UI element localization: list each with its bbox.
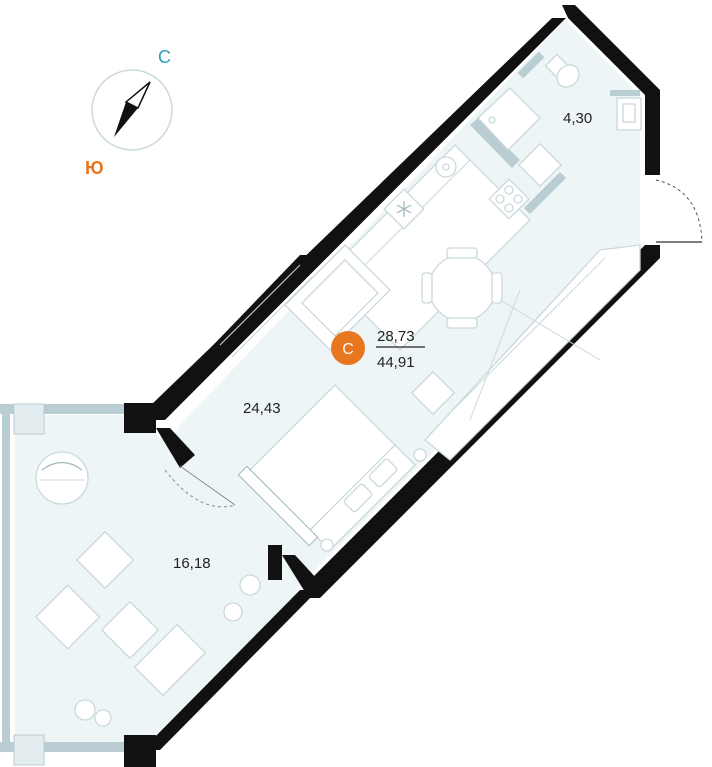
balcony-floor bbox=[15, 415, 300, 750]
bathroom-area: 4,30 bbox=[563, 110, 592, 127]
compass-north-label: С bbox=[158, 47, 171, 67]
unit-type-badge bbox=[331, 331, 365, 365]
entrance-door bbox=[648, 175, 703, 245]
bathroom-sink bbox=[616, 97, 642, 131]
balcony-sofa bbox=[34, 530, 135, 650]
radiator bbox=[237, 465, 319, 547]
cooktop bbox=[488, 178, 530, 220]
dining-table bbox=[421, 247, 503, 329]
main-room-area: 24,43 bbox=[243, 400, 281, 417]
wardrobe bbox=[424, 244, 641, 461]
plant-icon bbox=[74, 574, 261, 727]
bed bbox=[249, 384, 427, 552]
balcony-armchair bbox=[133, 623, 207, 697]
balcony-lamp bbox=[35, 451, 89, 505]
kitchen-sink bbox=[435, 156, 457, 178]
compass bbox=[91, 69, 173, 151]
toilet bbox=[544, 53, 580, 88]
shower-cabin bbox=[477, 87, 541, 151]
balcony-door bbox=[164, 465, 236, 508]
bathroom-partitions bbox=[470, 51, 640, 214]
balcony-area: 16,18 bbox=[173, 555, 211, 572]
unit-type-letter: С bbox=[342, 341, 354, 358]
washing-machine bbox=[517, 142, 563, 188]
balcony-glazing bbox=[0, 403, 124, 766]
fridge-snowflake-icon bbox=[383, 188, 425, 230]
compass-needle-south bbox=[114, 102, 138, 137]
living-area: 28,73 bbox=[377, 328, 415, 345]
total-area: 44,91 bbox=[377, 354, 415, 371]
sofa bbox=[284, 244, 391, 351]
armchair bbox=[410, 370, 456, 416]
balcony-table bbox=[100, 600, 160, 660]
compass-south-label: Ю bbox=[85, 158, 104, 178]
main-room-window bbox=[219, 264, 313, 358]
